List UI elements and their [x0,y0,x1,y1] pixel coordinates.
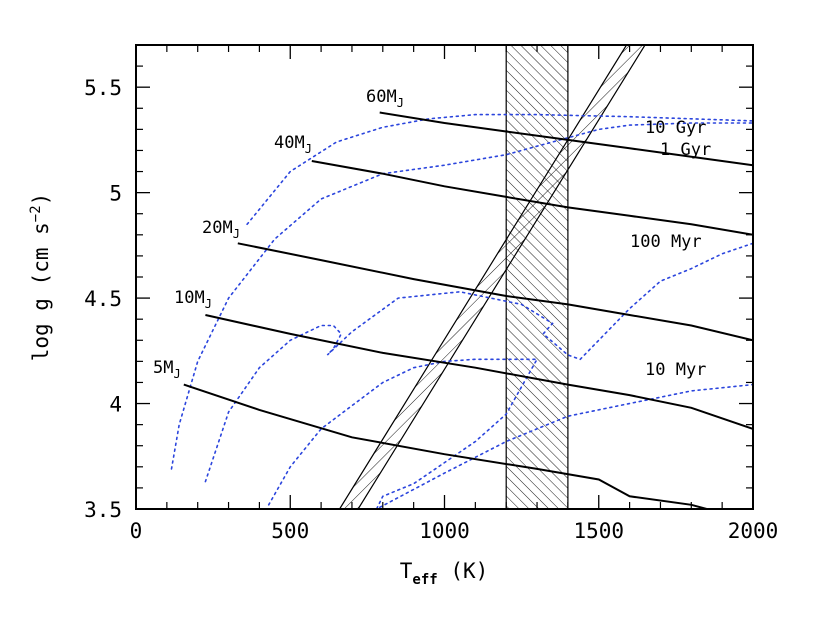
y-tick-label: 4 [109,393,122,417]
plot-frame [135,44,754,510]
mass-track-label: 40MJ [274,133,312,156]
x-tick-label: 1000 [419,519,470,543]
vertical-hatched-region [505,45,569,509]
mass-track-10mj [205,314,753,430]
mass-track-20mj [237,242,753,342]
isochrone-label: 1 Gyr [660,140,711,160]
isochrone-10-gyr [246,113,753,226]
x-tick-label: 2000 [728,519,779,543]
mass-track-60mj [379,111,753,167]
axis-ticks [135,44,754,510]
isochrone-label: 10 Gyr [645,118,706,138]
x-tick-label: 1500 [573,519,624,543]
y-axis-label: log g (cm s−2) [28,193,53,362]
isochrone-1-gyr [170,122,753,470]
mass-track-label: 10MJ [174,288,212,311]
tick-labels: 0 500 1000 1500 2000 3.5 4 4.5 5 5.5 [84,76,778,543]
isochrone-10-myr [267,358,753,509]
isochrone-100-myr [204,242,753,483]
y-tick-label: 4.5 [84,287,122,311]
isochrone-series [170,113,753,509]
y-tick-label: 5 [109,182,122,206]
mass-track-40mj [311,160,753,236]
isochrone-label: 10 Myr [645,360,706,380]
mass-track-series [183,111,753,509]
shaded-bands [338,45,646,509]
y-tick-label: 3.5 [84,498,122,522]
mass-track-5mj [183,383,707,509]
x-axis-label: Teff (K) [400,559,489,588]
x-tick-label: 0 [130,519,143,543]
diagonal-hatched-band [338,45,646,509]
y-tick-label: 5.5 [84,76,122,100]
mass-track-label: 20MJ [202,218,240,241]
mass-track-label: 5MJ [153,358,181,381]
isochrone-label: 100 Myr [630,232,702,252]
mass-track-label: 60MJ [366,87,404,110]
x-tick-label: 500 [271,519,309,543]
